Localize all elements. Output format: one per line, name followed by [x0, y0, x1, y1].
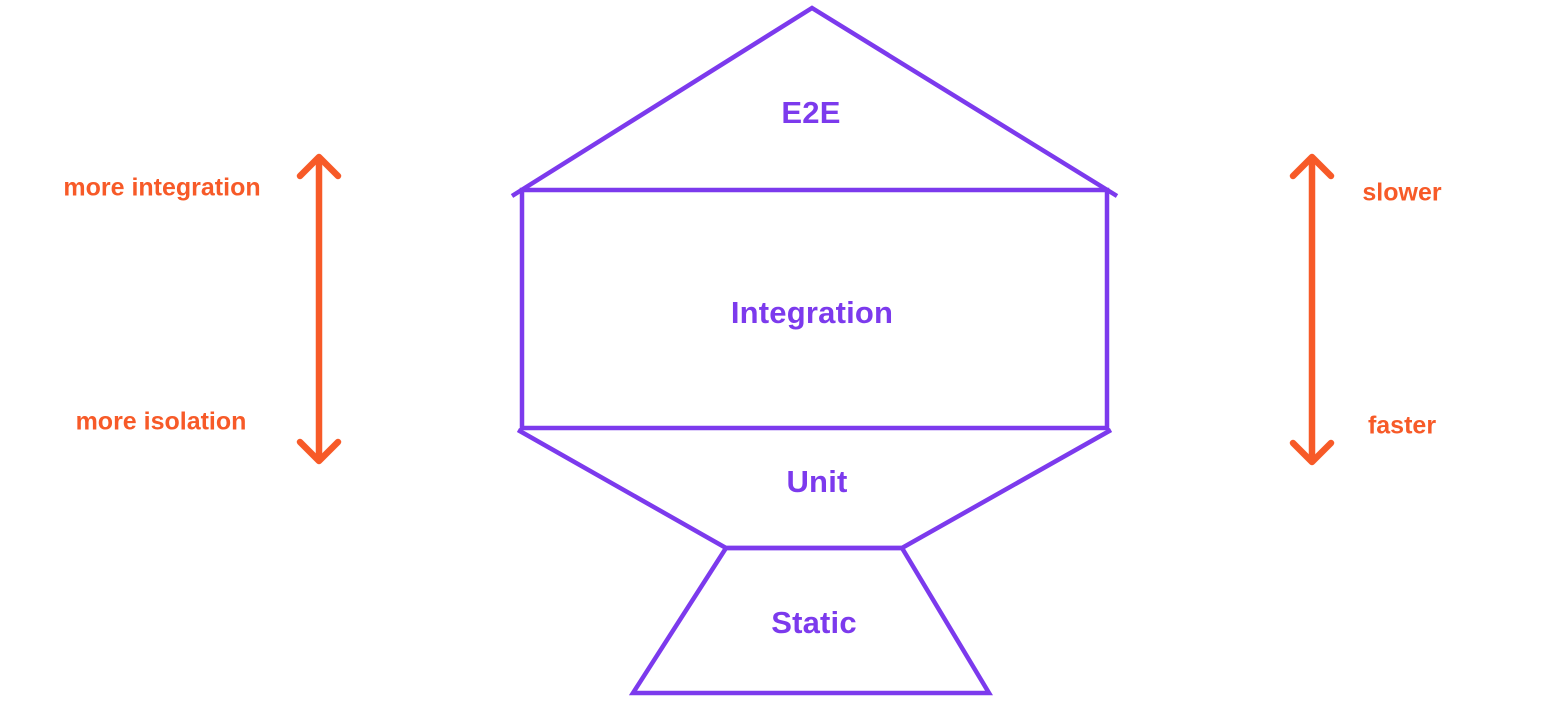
- left-arrow-down-head: [296, 438, 342, 465]
- integration-isolation-arrow-icon: [296, 153, 342, 465]
- integration-rectangle: [519, 187, 1110, 431]
- unit-label: Unit: [786, 464, 848, 499]
- e2e-triangle: [510, 5, 1119, 198]
- left-arrow-up-head: [296, 153, 342, 180]
- integration-label: Integration: [730, 295, 894, 330]
- more-integration-label: more integration: [63, 173, 261, 202]
- faster-label: faster: [1367, 411, 1437, 440]
- slower-faster-arrow-icon: [1289, 153, 1335, 466]
- static-trapezoid: [628, 545, 993, 696]
- right-arrow-down-head: [1289, 439, 1335, 466]
- right-arrow-up-head: [1289, 153, 1335, 180]
- e2e-label: E2E: [781, 95, 841, 130]
- trophy-outline: [510, 5, 1119, 696]
- slower-label: slower: [1362, 178, 1442, 207]
- static-label: Static: [771, 605, 857, 640]
- more-isolation-label: more isolation: [75, 407, 247, 436]
